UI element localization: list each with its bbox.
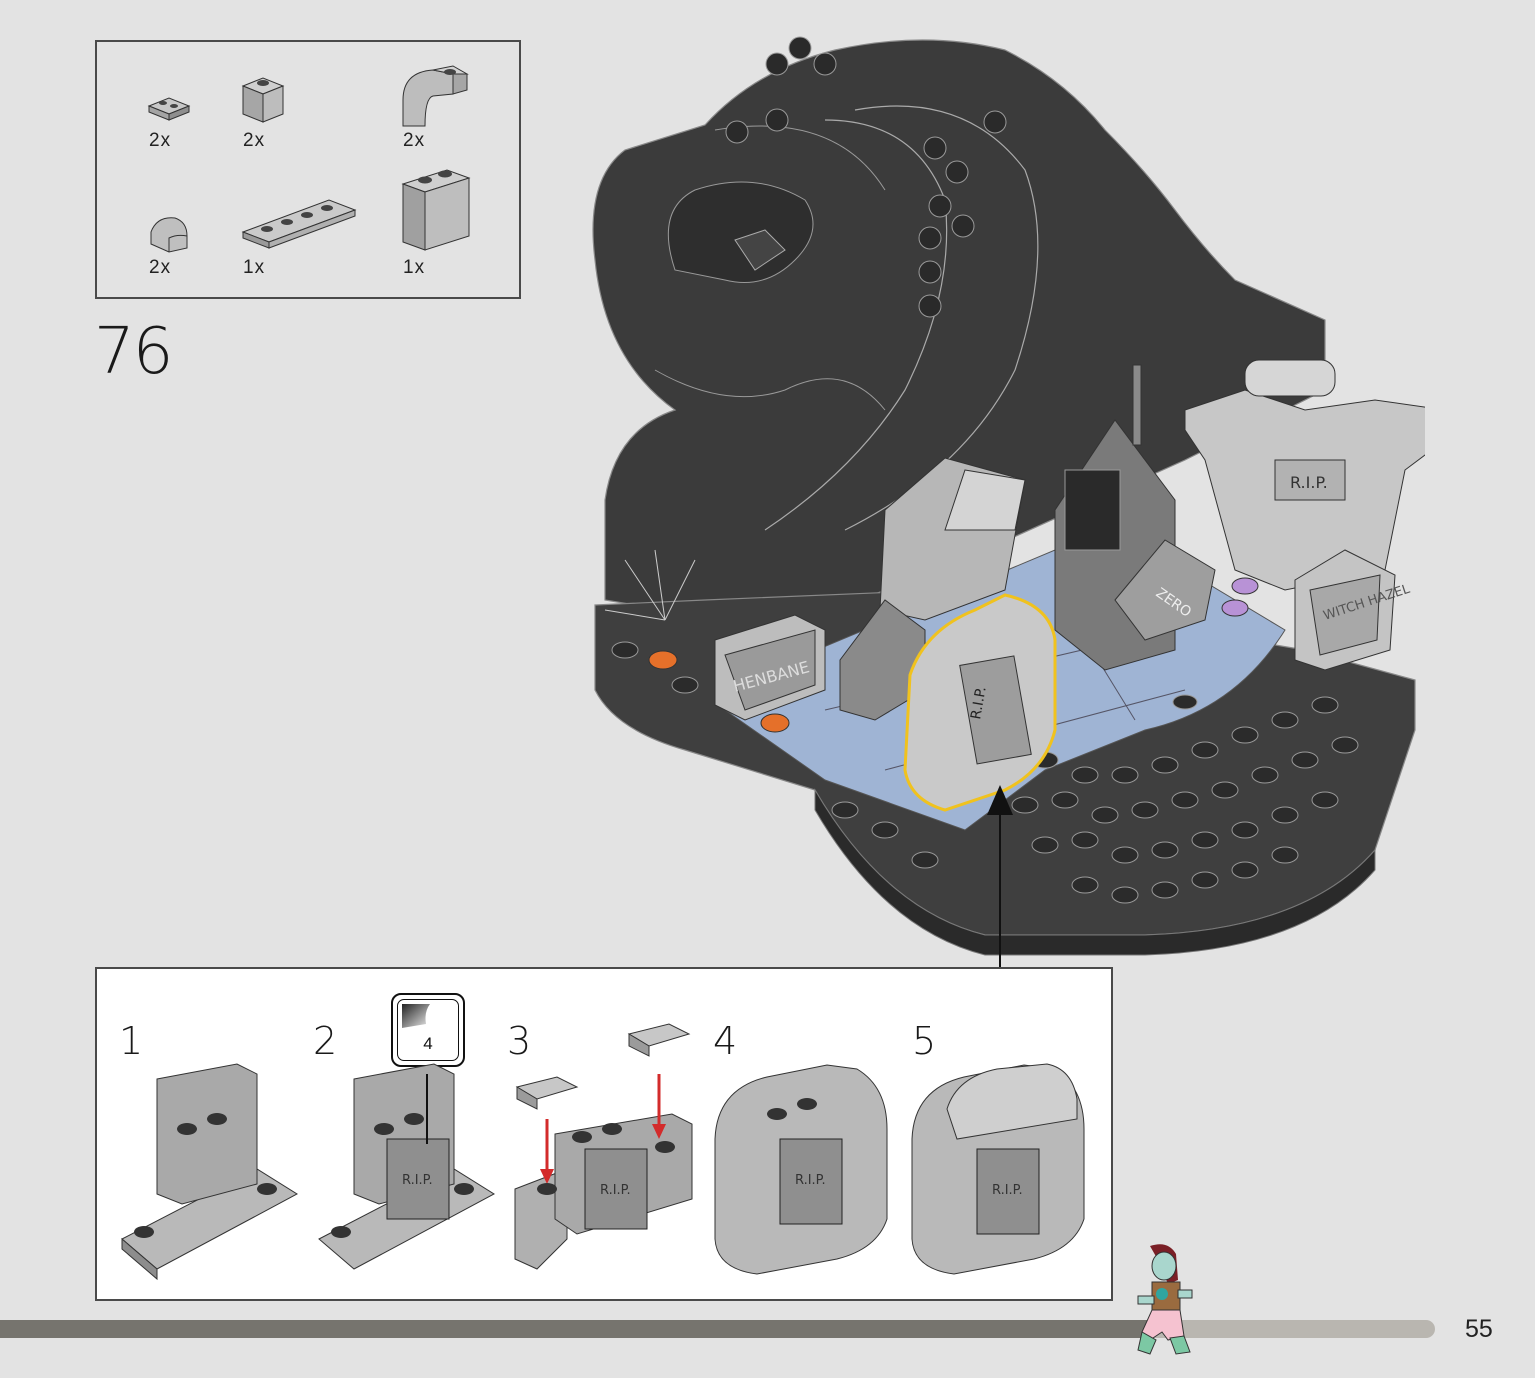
part-quantity: 1x	[243, 257, 266, 278]
substeps-illustration: R.I.P. R.I.P. R.I.P.	[121, 1023, 1085, 1281]
arrow-down-icon	[540, 1169, 554, 1184]
sticker-peel-icon	[402, 1004, 430, 1028]
callout-line	[999, 800, 1001, 967]
sally-minifigure-icon	[1137, 1244, 1193, 1355]
henbane-tombstone: HENBANE	[714, 614, 826, 721]
substep-number: 5	[912, 1019, 937, 1063]
substep-number: 1	[119, 1019, 144, 1063]
tombstone-label: R.I.P.	[795, 1173, 826, 1188]
substep-number: 2	[313, 1019, 338, 1063]
plate-1x4-icon	[241, 199, 357, 249]
curved-slope-icon	[402, 65, 469, 127]
main-model-illustration: HENBANE ZERO R.I.P. WITCH HAZEL R.I.P.	[592, 36, 1425, 956]
page-number: 55	[1465, 1315, 1493, 1343]
part-quantity: 2x	[243, 130, 266, 151]
progress-fill	[0, 1320, 1148, 1338]
tombstone-label: R.I.P.	[992, 1183, 1023, 1198]
progress-bar	[0, 1320, 1435, 1338]
arrow-down-icon	[652, 1124, 666, 1139]
highlighted-new-tombstone: R.I.P.	[903, 593, 1057, 812]
tombstone-label: R.I.P.	[1290, 473, 1328, 492]
part-quantity: 2x	[149, 257, 172, 278]
tombstone-label: R.I.P.	[968, 685, 989, 720]
brick-round-top-icon	[150, 217, 188, 253]
tombstone-label: R.I.P.	[600, 1183, 631, 1198]
substep-1-model	[121, 1063, 298, 1281]
part-quantity: 1x	[403, 257, 426, 278]
spider-web	[604, 549, 696, 621]
substep-number: 4	[713, 1019, 738, 1063]
sticker-number: 4	[423, 1034, 433, 1053]
large-rip-tombstone: R.I.P.	[1184, 359, 1425, 591]
substeps-box: 1 2 3 4 5 4 R.I.P.	[95, 967, 1113, 1301]
substep-number: 3	[507, 1019, 532, 1063]
substep-3-model: R.I.P.	[514, 1023, 693, 1270]
brick-1x2x2-icon	[401, 169, 471, 251]
part-quantity: 2x	[403, 130, 426, 151]
sticker-frame: 4	[397, 999, 459, 1061]
substep-5-model: R.I.P.	[911, 1063, 1085, 1275]
sticker-badge: 4	[391, 993, 465, 1067]
plate-1x2-icon	[147, 97, 191, 121]
brick-1x1-icon	[241, 77, 285, 123]
substep-4-model: R.I.P.	[714, 1064, 888, 1275]
step-number: 76	[94, 315, 173, 389]
parts-list-box: 2x 2x 2x 2x 1x 1x	[95, 40, 521, 299]
substep-2-model: R.I.P.	[318, 1063, 495, 1270]
tombstone-label: R.I.P.	[402, 1173, 433, 1188]
part-quantity: 2x	[149, 130, 172, 151]
zero-doghouse: ZERO	[1114, 539, 1216, 641]
